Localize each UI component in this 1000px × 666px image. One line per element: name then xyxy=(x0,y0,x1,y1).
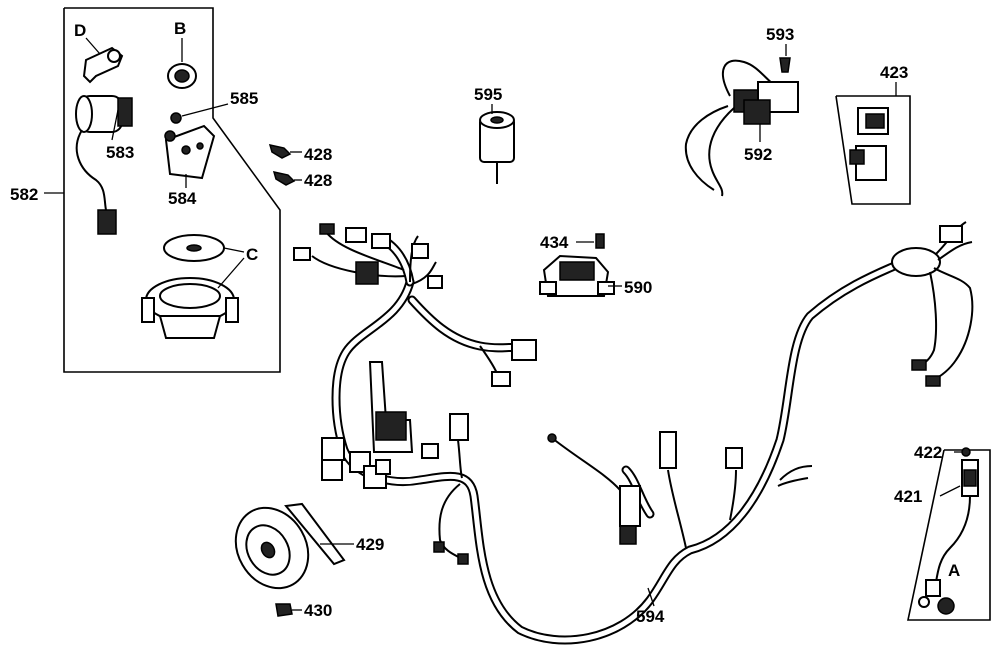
label-428-lower: 428 xyxy=(304,171,332,190)
bracket-plate-584 xyxy=(164,124,216,188)
mounting-ring-part-c xyxy=(141,234,245,339)
label-421: 421 xyxy=(894,487,922,506)
label-434: 434 xyxy=(540,233,569,252)
bolt-428-upper xyxy=(268,144,302,159)
bolt-428-lower xyxy=(272,171,302,186)
label-a: A xyxy=(948,561,960,580)
label-430: 430 xyxy=(304,601,332,620)
label-583: 583 xyxy=(106,143,134,162)
main-wiring-harness-594 xyxy=(293,221,974,645)
label-585: 585 xyxy=(230,89,258,108)
flasher-595 xyxy=(479,104,515,184)
label-422: 422 xyxy=(914,443,942,462)
label-429: 429 xyxy=(356,535,384,554)
label-582: 582 xyxy=(10,185,38,204)
relay-assembly-592 xyxy=(684,59,799,197)
bolt-593 xyxy=(779,44,791,73)
label-c: C xyxy=(246,245,258,264)
label-595: 595 xyxy=(474,85,502,104)
label-428-upper: 428 xyxy=(304,145,332,164)
label-593: 593 xyxy=(766,25,794,44)
label-d: D xyxy=(74,21,86,40)
ignition-switch-group-frame xyxy=(44,7,281,373)
relay-group-423 xyxy=(835,82,911,205)
key-part-d xyxy=(82,37,124,84)
horn-429 xyxy=(234,502,354,590)
ignition-switch-583 xyxy=(75,95,133,235)
label-590: 590 xyxy=(624,278,652,297)
stop-switch-group-frame xyxy=(907,449,991,621)
stop-switch-421 xyxy=(918,459,979,615)
label-584: 584 xyxy=(168,189,197,208)
grommet-part-b xyxy=(167,38,197,89)
screw-585 xyxy=(164,103,229,142)
regulator-590 xyxy=(539,254,622,297)
label-594: 594 xyxy=(636,607,665,626)
bolt-430 xyxy=(275,603,302,617)
label-b: B xyxy=(174,19,186,38)
label-423: 423 xyxy=(880,63,908,82)
label-592: 592 xyxy=(744,145,772,164)
screw-422 xyxy=(954,447,971,457)
bolt-434 xyxy=(576,233,605,249)
